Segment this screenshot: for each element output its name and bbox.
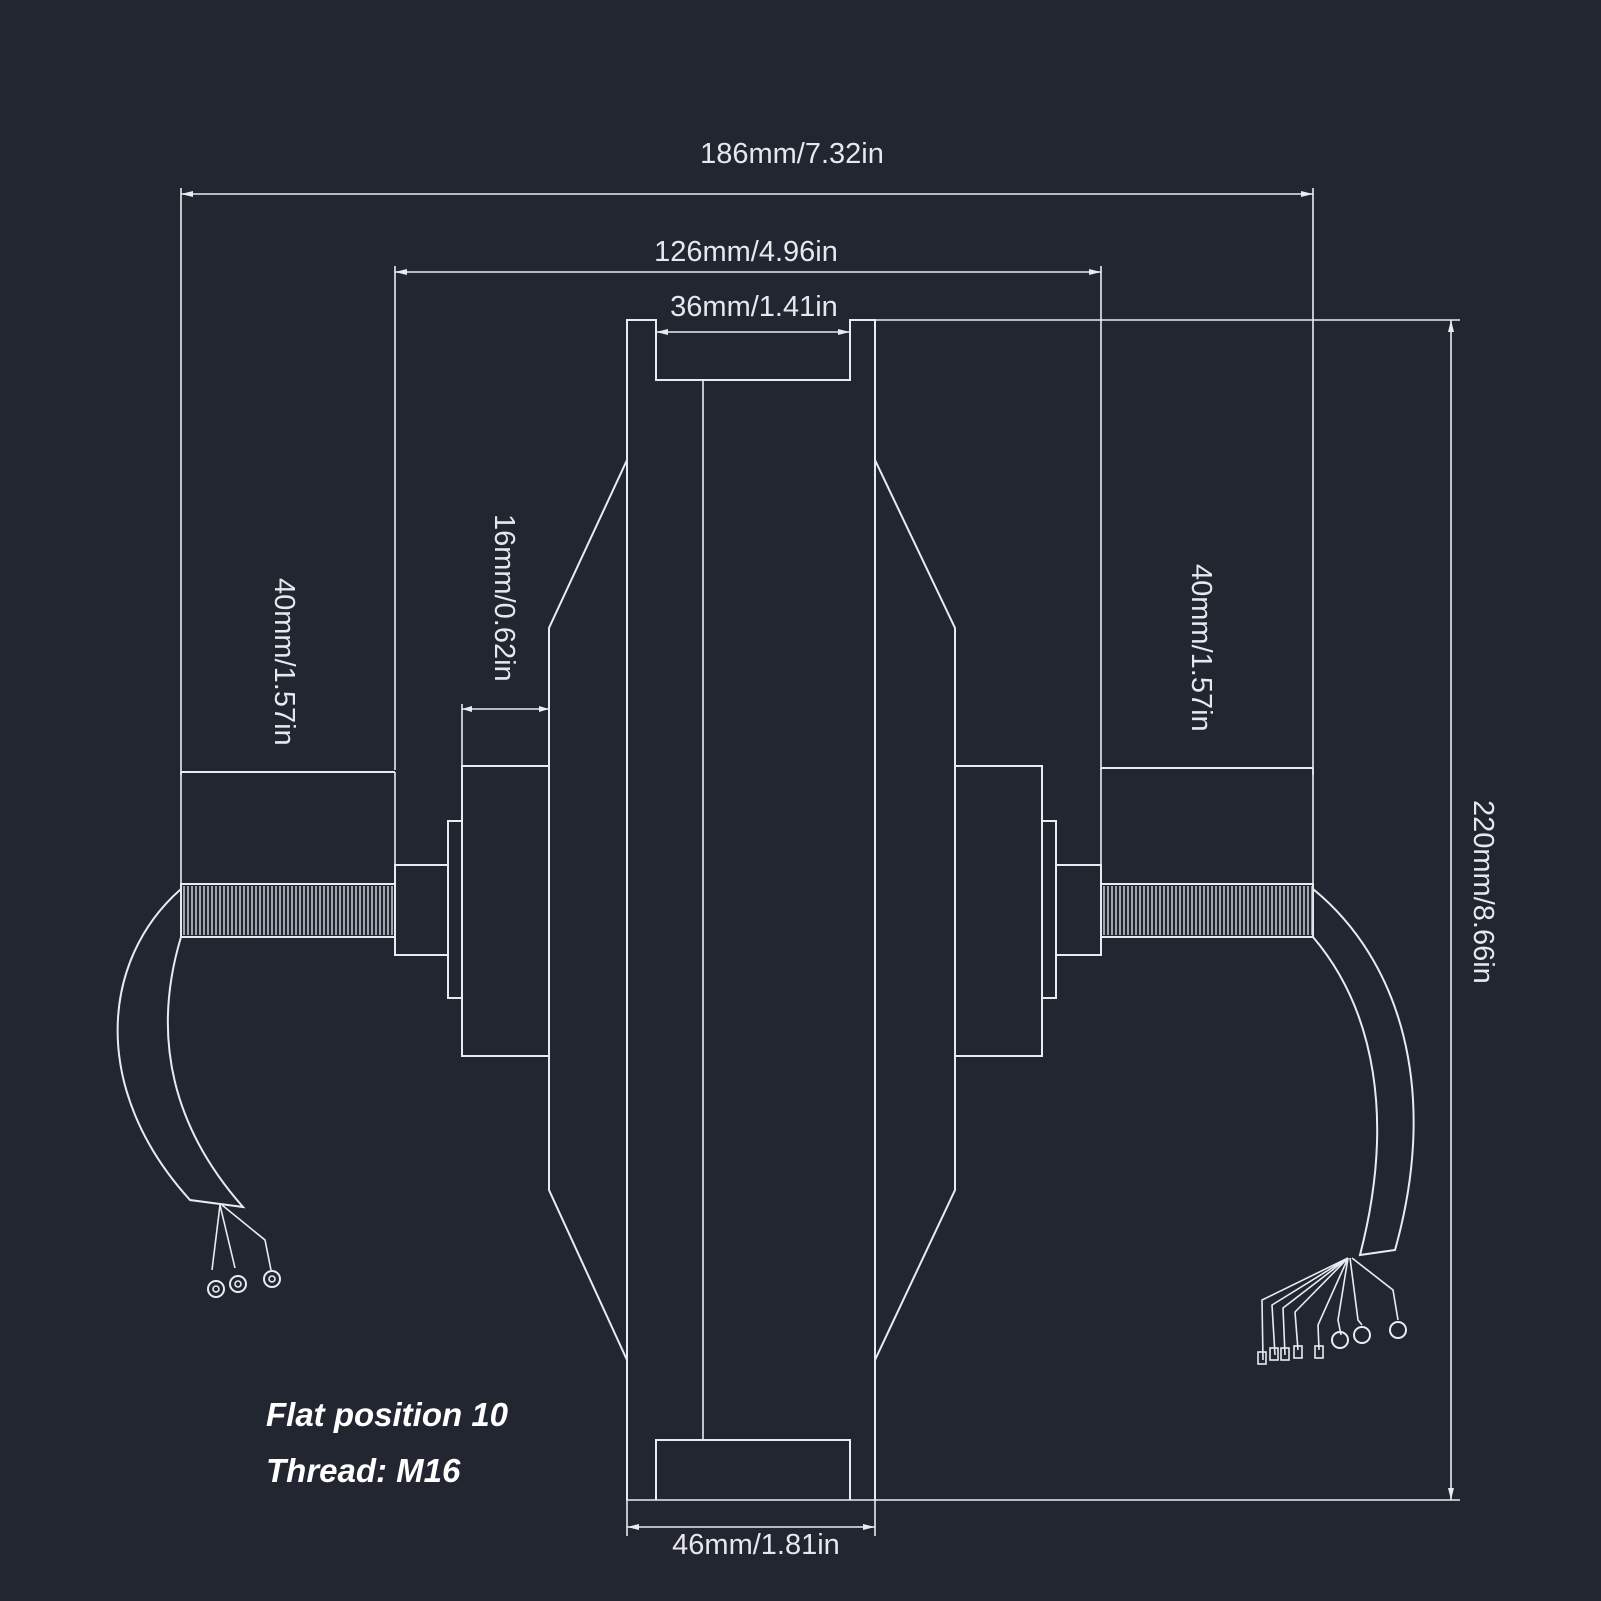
right-axle-extension-label: 40mm/1.57in <box>1185 564 1217 732</box>
left-bearing <box>394 765 550 1057</box>
dim-overall-length <box>180 188 1314 775</box>
dim-dropout-spacing <box>394 266 1102 770</box>
right-bearing <box>954 765 1102 1057</box>
bearing-width-label: 16mm/0.62in <box>488 514 520 682</box>
rim-outline <box>626 319 1460 1501</box>
dim-bearing-width <box>461 704 550 766</box>
left-axle-extension-label: 40mm/1.57in <box>268 578 300 746</box>
left-axle-thread <box>183 886 393 935</box>
left-axle <box>180 771 396 938</box>
left-cable <box>116 888 281 1298</box>
right-cable <box>1257 888 1415 1365</box>
thread-note: Thread: M16 <box>266 1452 461 1489</box>
rim-inner-width-label: 36mm/1.41in <box>670 291 838 323</box>
overall-diameter-label: 220mm/8.66in <box>1467 800 1499 984</box>
dropout-spacing-label: 126mm/4.96in <box>654 236 838 268</box>
dim-rim-outer <box>626 1500 876 1536</box>
rim-outer-width-label: 46mm/1.81in <box>672 1529 840 1561</box>
dim-overall-diameter <box>1448 320 1454 1500</box>
right-axle-thread <box>1103 886 1313 935</box>
hub-flanges <box>548 459 956 1361</box>
right-axle <box>1100 767 1314 938</box>
overall-length-label: 186mm/7.32in <box>700 138 884 170</box>
flat-position-note: Flat position 10 <box>266 1396 509 1433</box>
dim-rim-inner <box>656 329 850 335</box>
